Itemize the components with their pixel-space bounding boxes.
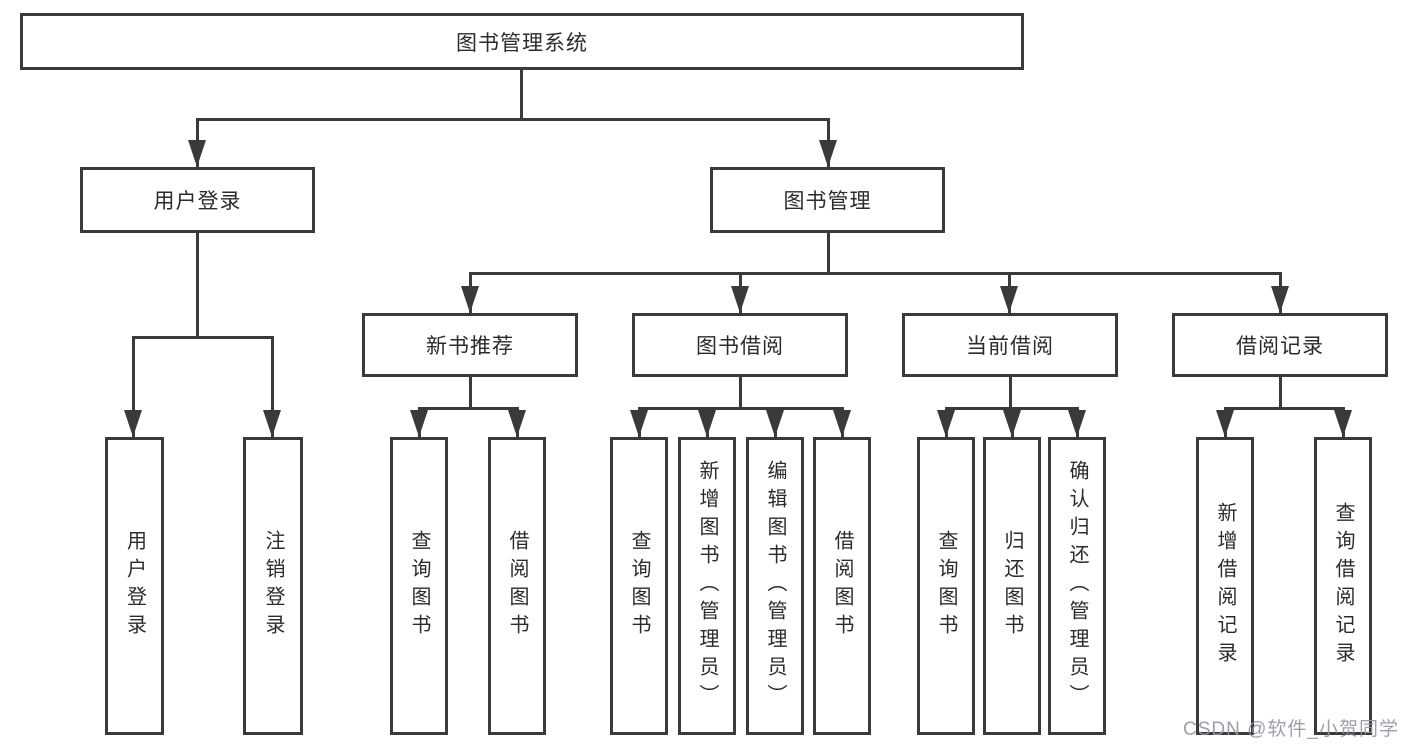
arrow-down-icon	[833, 410, 851, 437]
arrow-down-icon	[698, 410, 716, 437]
node-book-management: 图书管理	[710, 167, 945, 233]
arrow-down-icon	[1334, 410, 1352, 437]
leaf-confirm-return-admin: 确认归还（管理员）	[1048, 437, 1106, 735]
leaf-query-borrow-record: 查询借阅记录	[1314, 437, 1372, 735]
connector-line	[132, 336, 135, 437]
node-library-management-system: 图书管理系统	[20, 13, 1024, 70]
connector-line	[827, 233, 830, 272]
node-current-borrowing: 当前借阅	[902, 313, 1118, 377]
node-new-book-recommend: 新书推荐	[362, 313, 578, 377]
leaf-query-books-current: 查询图书	[917, 437, 975, 735]
leaf-borrow-books-recommend: 借阅图书	[488, 437, 546, 735]
connector-line	[1279, 377, 1282, 407]
arrow-down-icon	[731, 286, 749, 313]
arrow-down-icon	[819, 140, 837, 167]
leaf-user-login: 用户登录	[105, 437, 164, 735]
arrow-down-icon	[188, 140, 206, 167]
leaf-query-books-recommend: 查询图书	[390, 437, 448, 735]
connector-line	[1009, 377, 1012, 407]
arrow-down-icon	[508, 410, 526, 437]
leaf-add-books-admin: 新增图书（管理员）	[678, 437, 736, 735]
leaf-query-books-borrowing: 查询图书	[610, 437, 668, 735]
connector-line	[196, 118, 830, 121]
node-book-borrowing: 图书借阅	[632, 313, 848, 377]
arrow-down-icon	[1271, 286, 1289, 313]
connector-line	[469, 377, 472, 407]
arrow-down-icon	[124, 410, 142, 437]
connector-line	[638, 407, 844, 410]
arrow-down-icon	[410, 410, 428, 437]
node-borrowing-records: 借阅记录	[1172, 313, 1388, 377]
leaf-edit-books-admin: 编辑图书（管理员）	[746, 437, 804, 735]
arrow-down-icon	[766, 410, 784, 437]
leaf-borrow-books-borrowing: 借阅图书	[813, 437, 871, 735]
arrow-down-icon	[1216, 410, 1234, 437]
leaf-return-books: 归还图书	[983, 437, 1041, 735]
arrow-down-icon	[263, 410, 281, 437]
csdn-watermark: CSDN @软件_小贺同学	[1183, 719, 1399, 740]
connector-line	[739, 377, 742, 407]
arrow-down-icon	[1003, 410, 1021, 437]
connector-line	[132, 336, 274, 339]
arrow-down-icon	[630, 410, 648, 437]
connector-line	[520, 70, 523, 118]
connector-line	[469, 272, 1282, 275]
connector-line	[418, 407, 519, 410]
node-user-login: 用户登录	[80, 167, 315, 233]
connector-line	[196, 233, 199, 336]
leaf-add-borrow-record: 新增借阅记录	[1196, 437, 1254, 735]
connector-line	[271, 336, 274, 437]
arrow-down-icon	[937, 410, 955, 437]
arrow-down-icon	[1068, 410, 1086, 437]
arrow-down-icon	[1000, 286, 1018, 313]
arrow-down-icon	[461, 286, 479, 313]
connector-line	[1224, 407, 1345, 410]
leaf-logout: 注销登录	[243, 437, 303, 735]
